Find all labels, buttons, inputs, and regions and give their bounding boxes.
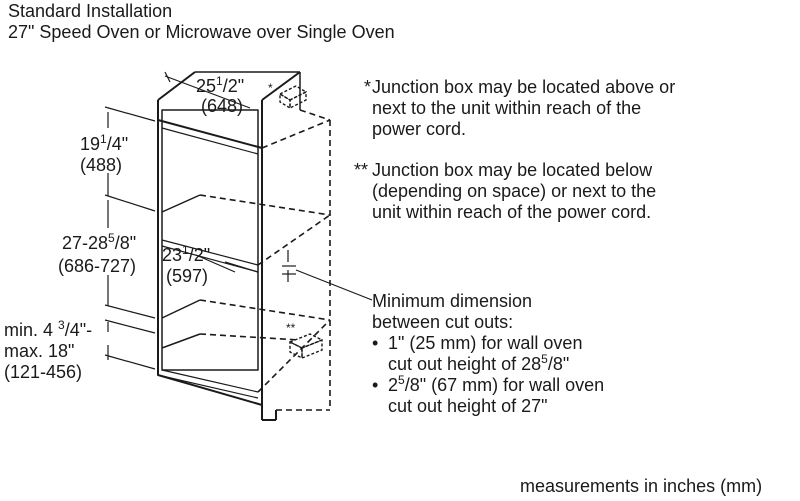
junction-boxes: [278, 85, 324, 360]
min-dim-bullet-2: •: [372, 375, 378, 395]
width-mm: (648): [201, 96, 243, 116]
junction-mark-double: **: [286, 321, 296, 335]
cabinet-hidden-lines: [199, 109, 331, 411]
junction-box-upper-icon: [278, 85, 308, 101]
page-title: Standard Installation: [8, 1, 173, 21]
note1-line-2: next to the unit within reach of the: [372, 98, 641, 118]
note1-star: *: [364, 77, 371, 97]
note2-star: **: [354, 160, 368, 180]
lower-height-label-2: max. 18": [4, 341, 74, 361]
page-subtitle: 27" Speed Oven or Microwave over Single …: [8, 22, 395, 42]
dimension-lines: [104, 71, 373, 370]
min-dim-b2-line-1: 25/8" (67 mm) for wall oven: [388, 373, 604, 395]
depth-label: 231/2": [162, 243, 210, 265]
min-dim-b1-line-2: cut out height of 285/8": [388, 352, 569, 374]
min-dim-line-1: Minimum dimension: [372, 291, 532, 311]
min-dim-line-2: between cut outs:: [372, 312, 513, 332]
note1-line-1: Junction box may be located above or: [372, 77, 675, 97]
upper-height-mm: (488): [80, 155, 122, 175]
width-label: 251/2": [196, 74, 244, 96]
min-dim-bullet-1: •: [372, 333, 378, 353]
note2-line-2: (depending on space) or next to the: [372, 181, 656, 201]
junction-notes: * Junction box may be located above or n…: [354, 77, 675, 222]
depth-mm: (597): [166, 266, 208, 286]
units-footer: measurements in inches (mm): [520, 476, 762, 496]
dimension-labels: 251/2" (648) 191/4" (488) 27-285/8" (686…: [4, 74, 244, 382]
junction-box-lower-icon: [288, 333, 324, 349]
note1-line-3: power cord.: [372, 119, 466, 139]
cabinet-front-inner: [161, 109, 259, 371]
min-dim-b2-line-2: cut out height of 27": [388, 396, 548, 416]
upper-height-label: 191/4": [80, 132, 128, 154]
note2-line-3: unit within reach of the power cord.: [372, 202, 651, 222]
min-dimension-notes: Minimum dimension between cut outs: • 1"…: [372, 291, 604, 416]
junction-mark-single: *: [268, 81, 273, 95]
cutout-height-label: 27-285/8": [62, 231, 136, 253]
min-dim-b1-line-1: 1" (25 mm) for wall oven: [388, 333, 582, 353]
cutout-height-mm: (686-727): [58, 256, 136, 276]
lower-height-mm: (121-456): [4, 362, 82, 382]
lower-height-label-1: min. 4 3/4"-: [4, 318, 92, 340]
note2-line-1: Junction box may be located below: [372, 160, 653, 180]
